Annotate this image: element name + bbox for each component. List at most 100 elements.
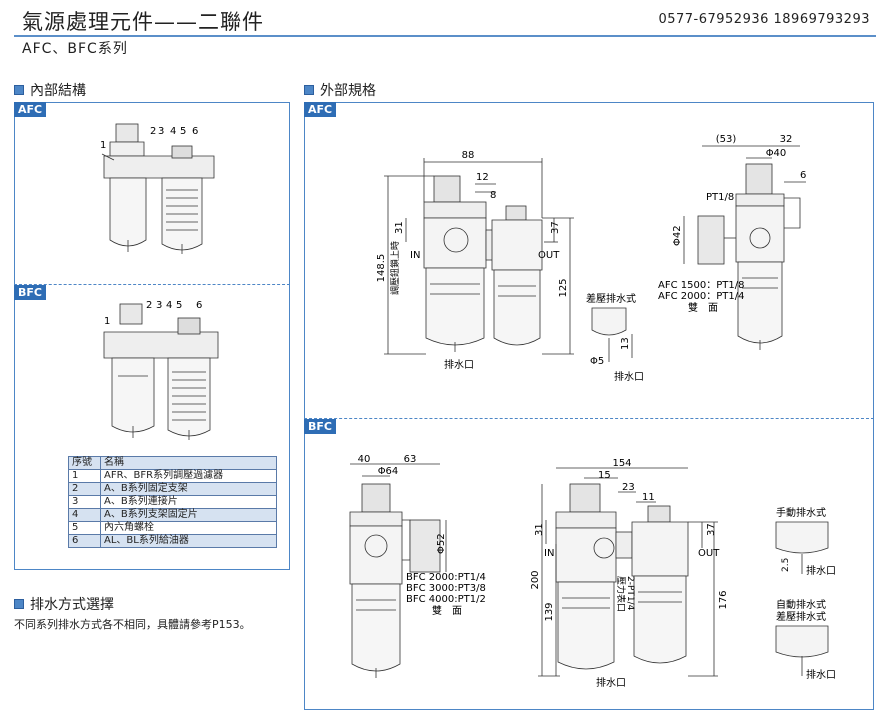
dim-13: 13 (620, 337, 631, 350)
dim-11: 11 (642, 492, 655, 503)
dim-23: 23 (622, 482, 635, 493)
part-num-6: 6 (196, 300, 202, 311)
dim-phi64: Φ64 (378, 466, 399, 477)
label-out: OUT (538, 250, 560, 261)
tag-afc-internal: AFC (14, 102, 47, 117)
part-num-3: 3 (158, 126, 164, 137)
label-afc2000: AFC 2000：PT1/4 (658, 291, 744, 302)
dim-63: 63 (404, 454, 417, 465)
dim-phi40: Φ40 (766, 148, 787, 159)
table-header: 序號 (68, 456, 101, 470)
contact-phone: 0577-67952936 18969793293 (658, 12, 870, 27)
dim-phi5: Φ5 (590, 356, 604, 367)
dim-15: 15 (598, 470, 611, 481)
part-num-6: 6 (192, 126, 198, 137)
table-cell: 內六角螺栓 (100, 521, 277, 535)
dim-37-bfc: 37 (706, 523, 717, 536)
dim-31: 31 (394, 221, 405, 234)
diff-drain-label-bfc: 差壓排水式 (776, 610, 826, 623)
label-afc1500: AFC 1500：PT1/8 (658, 280, 744, 291)
bfc-internal-drawing: 1 2 3 4 5 6 (103, 300, 219, 440)
label-pt18: PT1/8 (706, 192, 734, 203)
table-cell: A、B系列固定支架 (100, 482, 277, 496)
square-bullet-icon (14, 85, 24, 95)
drain-note: 不同系列排水方式各不相同，具體請參考P153。 (14, 618, 251, 631)
table-cell: A、B系列連接片 (100, 495, 277, 509)
drain-port-label-2: 排水口 (614, 370, 644, 383)
table-cell: AFR、BFR系列調壓過濾器 (100, 469, 277, 483)
dim-phi52: Φ52 (436, 533, 447, 554)
diff-drain-label: 差壓排水式 (586, 292, 636, 305)
label-bfc2000: BFC 2000:PT1/4 (406, 572, 486, 583)
manual-drain-label: 手動排水式 (776, 506, 826, 519)
section-drain-label: 排水方式選擇 (30, 597, 114, 613)
section-internal-label: 內部結構 (30, 83, 86, 99)
label-bfc3000: BFC 3000:PT3/8 (406, 583, 486, 594)
dim-6: 6 (800, 170, 806, 181)
table-cell: 5 (68, 521, 101, 535)
part-num-1: 1 (100, 140, 106, 150)
table-cell: 3 (68, 495, 101, 509)
panel-divider (14, 284, 290, 285)
section-drain: 排水方式選擇 (14, 594, 114, 614)
bfc-external-drawing: 40 63 Φ64 Φ52 BFC 2000:PT1/4 BFC 3000:PT… (349, 454, 836, 689)
dim-8: 8 (490, 190, 496, 201)
square-bullet-icon (14, 599, 24, 609)
part-num-2: 2 (150, 126, 156, 137)
dim-176: 176 (718, 590, 729, 609)
dim-31-bfc: 31 (534, 523, 545, 536)
table-header: 名稱 (100, 456, 277, 470)
header-divider (14, 35, 876, 37)
dim-12: 12 (476, 172, 489, 183)
part-num-5: 5 (176, 300, 182, 311)
page-subtitle: AFC、BFC系列 (22, 41, 128, 57)
label-gauge-port-2: 壓力表口 (615, 576, 627, 612)
dim-2-5: 2.5 (781, 558, 791, 572)
dim-53: (53) (716, 134, 737, 145)
drain-port-label-bfc: 排水口 (596, 676, 626, 689)
table-cell: A、B系列支架固定片 (100, 508, 277, 522)
label-double-face: 雙 面 (688, 301, 718, 314)
dim-phi42: Φ42 (672, 225, 683, 246)
tag-afc-external: AFC (304, 102, 337, 117)
table-cell: 4 (68, 508, 101, 522)
square-bullet-icon (304, 85, 314, 95)
dim-125: 125 (558, 278, 569, 297)
part-num-2: 2 (146, 300, 152, 311)
afc-external-drawing: 88 12 8 31 148.5 調壓鈕鎖上時 IN OUT 37 125 排水… (376, 134, 806, 383)
auto-drain-label: 自動排水式 (776, 598, 826, 611)
panel-divider (304, 418, 874, 419)
part-num-4: 4 (166, 300, 172, 311)
table-cell: AL、BL系列給油器 (100, 534, 277, 548)
dim-40: 40 (358, 454, 371, 465)
table-cell: 6 (68, 534, 101, 548)
section-external: 外部規格 (304, 80, 376, 100)
dim-32: 32 (780, 134, 793, 145)
table-cell: 2 (68, 482, 101, 496)
page-title: 氣源處理元件——二聯件 (22, 10, 264, 34)
drain-port-label: 排水口 (444, 358, 474, 371)
knob-note: 調壓鈕鎖上時 (389, 241, 401, 295)
dim-88: 88 (462, 150, 475, 161)
label-bfc4000: BFC 4000:PT1/2 (406, 594, 486, 605)
label-gauge-port: 2-PT1/4 (625, 576, 635, 611)
afc-part-numbers: 1 2 3 4 5 6 (100, 126, 198, 150)
parts-table: 序號 名稱 1 AFR、BFR系列調壓過濾器 2 A、B系列固定支架 3 A、B… (68, 456, 277, 548)
tag-bfc-internal: BFC (14, 285, 46, 300)
dim-154: 154 (612, 458, 631, 469)
dim-200: 200 (530, 570, 541, 589)
dim-37: 37 (550, 221, 561, 234)
label-double-face-bfc: 雙 面 (432, 604, 462, 617)
dim-148: 148.5 (376, 254, 387, 283)
part-num-4: 4 (170, 126, 176, 137)
label-out-bfc: OUT (698, 548, 720, 559)
label-in-bfc: IN (544, 548, 554, 559)
section-external-label: 外部規格 (320, 83, 376, 99)
tag-bfc-external: BFC (304, 419, 336, 434)
drain-port-auto: 排水口 (806, 668, 836, 681)
label-in: IN (410, 250, 420, 261)
afc-internal-drawing (101, 123, 215, 254)
table-cell: 1 (68, 469, 101, 483)
dim-139: 139 (544, 602, 555, 621)
part-num-5: 5 (180, 126, 186, 137)
